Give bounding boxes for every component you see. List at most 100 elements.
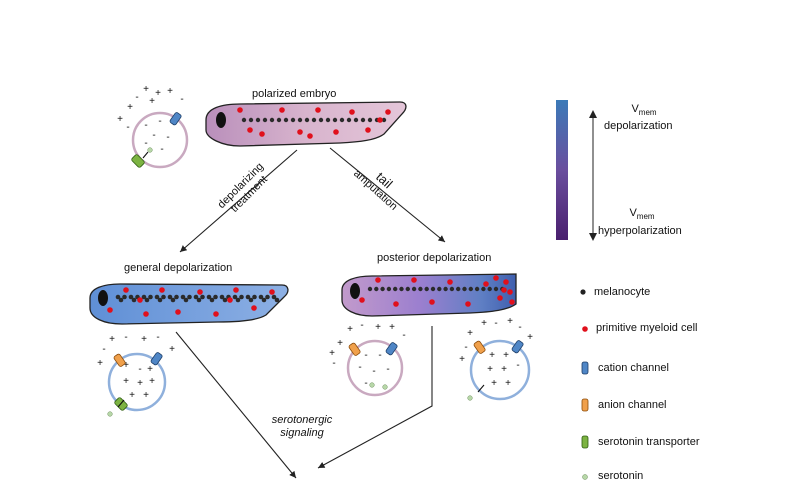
- melanocyte-dot: [474, 286, 480, 292]
- myeloid-dot: [213, 311, 219, 317]
- negative-charge-icon: -: [102, 344, 105, 355]
- melanocyte-dot: [290, 117, 296, 123]
- positive-charge-icon: +: [489, 350, 495, 361]
- melanocyte-dot: [161, 294, 166, 300]
- posterior-embryo-myeloid-cells: [359, 275, 515, 307]
- positive-charge-icon: +: [507, 316, 513, 327]
- posterior-depolarization-embryo: [341, 273, 517, 317]
- polarized-embryo-myeloid-cells: [237, 107, 391, 139]
- melanocyte-dot: [487, 286, 492, 292]
- general-embryo-eye: [98, 290, 108, 306]
- positive-charge-icon: +: [169, 344, 175, 355]
- myeloid-dot: [159, 287, 165, 293]
- melanocyte-dot: [311, 117, 317, 123]
- positive-charge-icon: +: [167, 86, 173, 97]
- positive-charge-icon: +: [141, 334, 147, 345]
- melanocyte-dot: [183, 297, 189, 303]
- melanocyte-dot: [481, 286, 486, 292]
- melanocyte-dot: [339, 117, 345, 123]
- melanocyte-dot: [213, 294, 218, 300]
- anion-channel-icon: [113, 353, 126, 367]
- melanocyte-dot: [493, 286, 499, 292]
- myeloid-dot: [493, 275, 499, 281]
- serotonin-icon: [467, 395, 473, 401]
- melanocyte-dot: [235, 297, 241, 303]
- positive-charge-icon: +: [97, 358, 103, 369]
- myeloid-dot: [227, 297, 233, 303]
- posterior-depolarization-label: posterior depolarization: [377, 252, 492, 264]
- melanocyte-dot: [239, 294, 244, 300]
- tail-amputation-arrow: [329, 147, 446, 243]
- melanocyte-dot: [248, 117, 254, 123]
- cation-channel-icon: [169, 112, 182, 126]
- melanocyte-dot: [115, 294, 121, 300]
- negative-charge-icon: -: [378, 350, 381, 361]
- posterior-tail-cell: +-+-++-+++++-++: [459, 316, 533, 401]
- tail-cell-membrane: [469, 339, 531, 401]
- melanocyte-dot: [353, 117, 359, 123]
- negative-charge-icon: -: [518, 322, 521, 333]
- legend: [580, 289, 589, 480]
- melanocyte-dot: [424, 286, 429, 292]
- vmem-gradient-bar: [556, 100, 568, 240]
- myeloid-dot: [175, 309, 181, 315]
- melanocyte-dot: [206, 294, 212, 300]
- myeloid-dot: [377, 117, 383, 123]
- myeloid-dot: [447, 279, 453, 285]
- melanocyte-dot: [405, 286, 410, 292]
- melanocyte-dot: [283, 117, 289, 123]
- melanocyte-dot: [141, 294, 147, 300]
- serotonin-icon: [369, 382, 375, 388]
- myeloid-dot: [501, 287, 507, 293]
- melanocyte-dot: [209, 297, 215, 303]
- depolarizing-treatment-arrow: [179, 149, 298, 253]
- positive-charge-icon: +: [143, 390, 149, 401]
- myeloid-dot: [307, 133, 313, 139]
- negative-charge-icon: -: [364, 378, 367, 389]
- melanocyte-dot: [193, 294, 199, 300]
- melanocyte-dot: [418, 286, 423, 292]
- negative-charge-icon: -: [180, 94, 183, 105]
- posterior-embryo-eye: [350, 283, 360, 299]
- myeloid-dot: [297, 129, 303, 135]
- melanocyte-dot: [241, 117, 247, 123]
- polarized-embryo-body: [205, 101, 407, 147]
- polarized-cell: +++-+-++-------: [117, 84, 189, 169]
- anterior-cell-charges: +-++-++-------: [329, 320, 406, 389]
- melanocyte-dot: [367, 286, 373, 292]
- myeloid-dot: [349, 109, 355, 115]
- melanocyte-dot: [456, 286, 461, 292]
- serotonin-legend-icon: [582, 474, 588, 480]
- vmem-top-label: Vmem: [620, 103, 668, 119]
- melanocyte-dot: [255, 117, 261, 123]
- legend-cation-channel-label: cation channel: [598, 362, 669, 374]
- negative-charge-icon: -: [158, 116, 161, 127]
- myeloid-dot: [359, 297, 365, 303]
- polarized-embryo: [205, 101, 407, 147]
- melanocyte-dot: [325, 117, 331, 123]
- legend-myeloid-label: primitive myeloid cell: [596, 322, 698, 334]
- myeloid-dot: [123, 287, 129, 293]
- melanocyte-dot: [304, 117, 310, 123]
- melanocyte-dot: [449, 286, 455, 292]
- transport-arrow-icon: [142, 151, 149, 159]
- myeloid-dot: [269, 289, 275, 295]
- negative-charge-icon: -: [372, 366, 375, 377]
- vmem-bottom-label: Vmem: [618, 207, 666, 223]
- posterior-embryo-body: [341, 273, 517, 317]
- positive-charge-icon: +: [155, 88, 161, 99]
- legend-serotonin-label: serotonin: [598, 470, 644, 482]
- melanocyte-dot: [346, 117, 352, 123]
- negative-charge-icon: -: [464, 342, 467, 353]
- negative-charge-icon: -: [166, 132, 169, 143]
- melanocyte-dot: [468, 286, 473, 292]
- melanocyte-dot: [252, 294, 257, 300]
- vmem-arrow-up-icon: [589, 110, 597, 118]
- melanocyte-dot: [232, 294, 238, 300]
- positive-charge-icon: +: [503, 350, 509, 361]
- myeloid-dot: [247, 127, 253, 133]
- positive-charge-icon: +: [491, 378, 497, 389]
- cation-channel-icon: [511, 340, 524, 354]
- melanocyte-dot: [265, 294, 270, 300]
- melanocyte-dot: [174, 294, 179, 300]
